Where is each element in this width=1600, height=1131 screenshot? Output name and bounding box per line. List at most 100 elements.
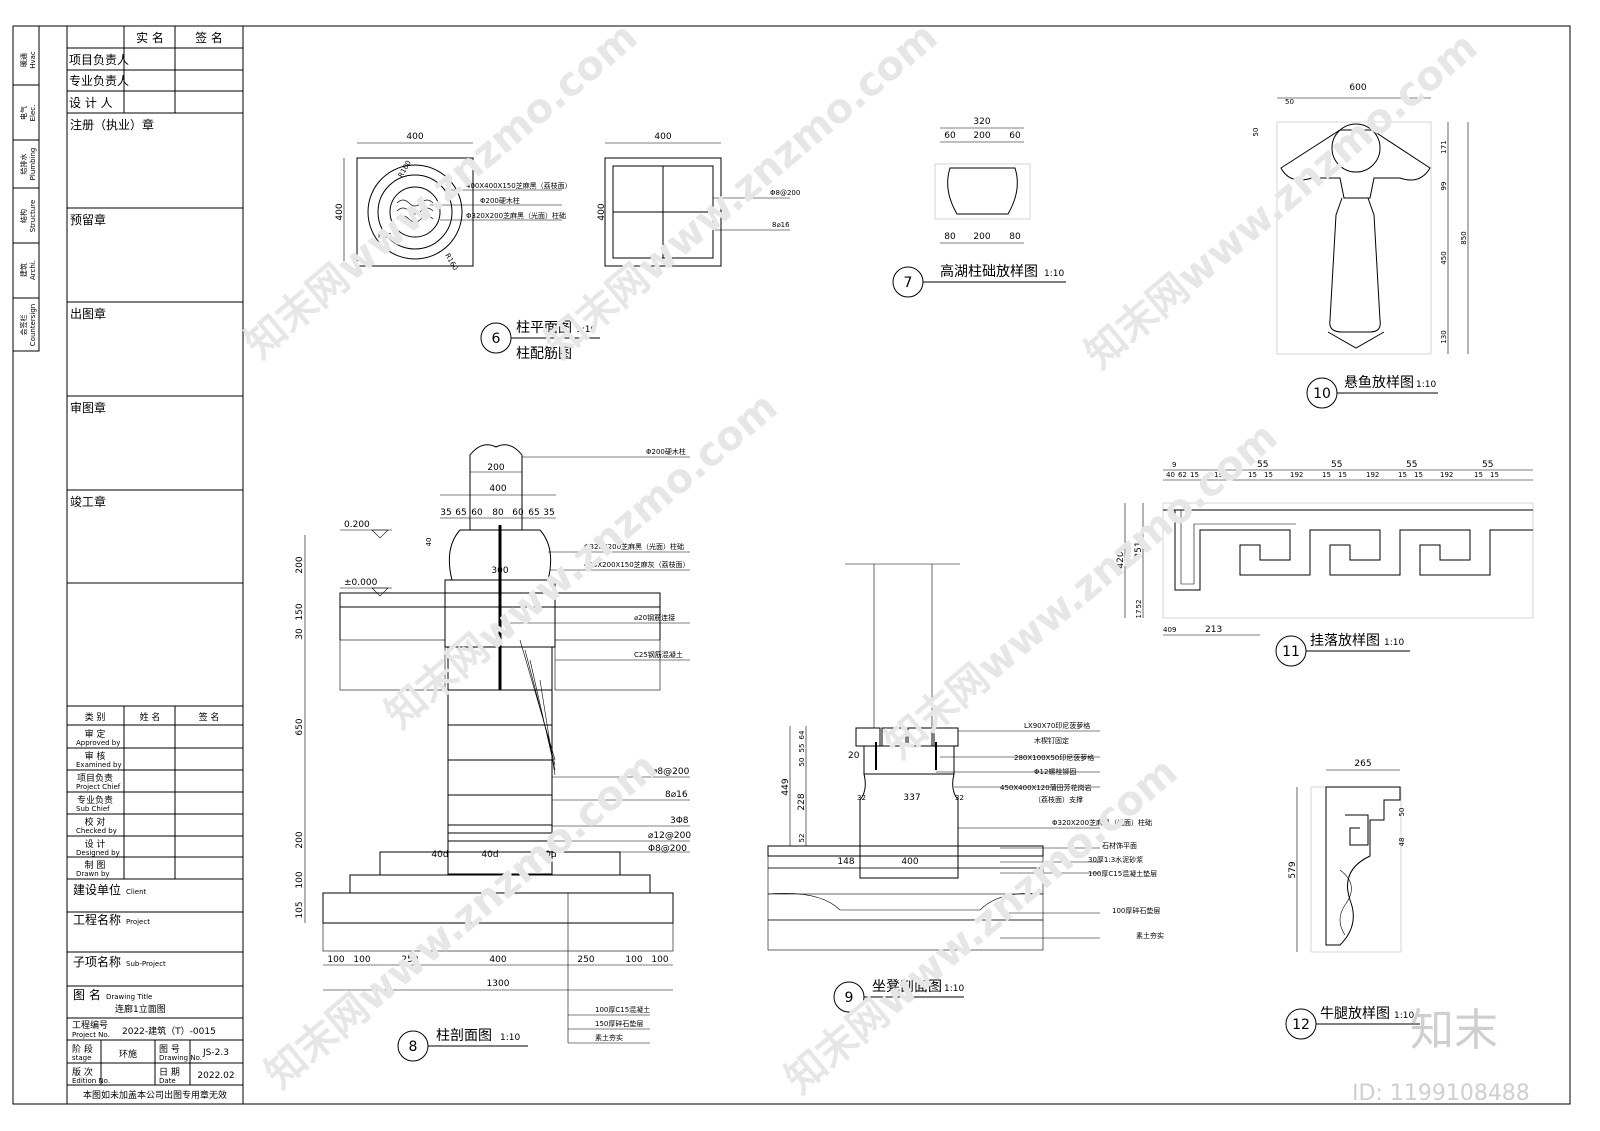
d6-note-stirrup: Φ8@200 <box>770 189 800 197</box>
d9-in-337: 337 <box>903 793 920 803</box>
d6-subtitle: 柱配筋图 <box>516 345 572 362</box>
d10-dim-top: 600 <box>1349 83 1366 93</box>
sign-row-project-chief-en: Project Chief <box>76 783 121 791</box>
d7-dim-top-1: 60 <box>944 131 956 141</box>
d8-note-main: 8⌀16 <box>665 790 688 800</box>
d8-left-150: 150 <box>295 603 305 620</box>
client-label: 建设单位 <box>73 882 121 897</box>
d11-dim-17: 17 <box>1135 610 1143 619</box>
d8-note-mesh2: Φ8@200 <box>648 844 687 854</box>
watermark-3: 知末网www.znzmo.com <box>1077 24 1486 378</box>
d11-dim-55-1: 55 <box>1257 460 1268 470</box>
d6-dim-left: 400 <box>335 203 345 220</box>
d8-elev-0200: 0.200 <box>344 520 370 530</box>
d11-dim-11: 192 <box>1366 471 1379 479</box>
d11-dim-5: 192 <box>1214 471 1227 479</box>
d12-dim-r2: 48 <box>1398 838 1406 847</box>
d8-bot-5: 250 <box>577 955 594 965</box>
d11-dim-9: 15 <box>1322 471 1331 479</box>
sign-row-designed: 设 计 <box>85 838 106 850</box>
d8-dim-t5: 60 <box>512 508 524 518</box>
stage-value: 环施 <box>119 1048 137 1060</box>
stamp-completion: 竣工章 <box>70 494 106 509</box>
d6-rebar-dim-top: 400 <box>654 132 671 142</box>
d10-dim-r2: 99 <box>1440 182 1448 191</box>
d8-left-200: 200 <box>295 556 305 573</box>
edition-label-en: Edition No. <box>72 1077 110 1085</box>
d11-dim-7: 15 <box>1264 471 1273 479</box>
d10-title: 悬鱼放样图 <box>1344 374 1414 391</box>
project-label-en: Project <box>126 918 150 926</box>
d6-dim-top: 400 <box>406 132 423 142</box>
sub-project-label: 子项名称 <box>73 954 121 969</box>
d8-left-100: 100 <box>295 871 305 888</box>
d8-dim-t2: 65 <box>455 508 466 518</box>
d9-in-32b: 32 <box>955 794 964 802</box>
d7-dim-bot-1: 80 <box>944 232 956 242</box>
d8-dim-t6: 65 <box>528 508 539 518</box>
d8-note-mesh1: ⌀12@200 <box>648 831 691 841</box>
d8-dim-t7: 35 <box>543 508 554 518</box>
d9-note-4: Φ12螺栓铆固 <box>1034 767 1076 776</box>
col-elec-cn: 电气 <box>19 106 28 120</box>
sign-row-drawn: 制 图 <box>85 859 106 871</box>
d7-dim-top-2: 200 <box>973 131 990 141</box>
col-countersign-cn: 会签栏 <box>19 315 28 336</box>
detail-10-hanging-fish: 600 50 50 171 99 450 130 850 10 悬鱼放样图 1:… <box>1252 83 1469 409</box>
d11-dim-14: 192 <box>1440 471 1453 479</box>
d10-dim-total: 850 <box>1460 231 1468 244</box>
d9-note-8: 石材饰平面 <box>1102 841 1137 850</box>
d6-number: 6 <box>492 331 501 347</box>
d6-scale: 1:10 <box>576 325 596 335</box>
project-no-value: 2022-建筑（T）-0015 <box>122 1025 216 1037</box>
stamp-reserved: 预留章 <box>70 212 106 227</box>
d8-bnote-3: 素土夯实 <box>595 1033 623 1042</box>
col-countersign-en: Countersign <box>29 304 37 346</box>
role-discipline-lead: 专业负责人 <box>69 73 129 88</box>
client-label-en: Client <box>126 888 147 896</box>
d8-left-30: 30 <box>295 628 305 640</box>
d10-dim-left: 50 <box>1252 128 1260 137</box>
header-real-name: 实 名 <box>136 30 164 45</box>
sign-row-approved-en: Approved by <box>76 739 120 747</box>
d9-note-6: （荔枝面）支撑 <box>1034 795 1083 804</box>
drawing-title-value: 连廊1立面图 <box>115 1003 166 1015</box>
outer-frame <box>12 25 1571 1105</box>
d9-in-148: 148 <box>837 857 854 867</box>
sign-row-checked: 校 对 <box>85 816 106 828</box>
d8-dim-t3: 60 <box>471 508 483 518</box>
col-plumb-en: Plumbing <box>29 148 37 181</box>
project-label: 工程名称 <box>73 912 121 927</box>
sign-row-examined-en: Examined by <box>76 761 122 769</box>
d8-inner-40d-3: 40d <box>539 850 556 860</box>
d8-dim-t4: 80 <box>492 508 504 518</box>
d12-scale: 1:10 <box>1394 1011 1414 1021</box>
project-no-label: 工程编号 <box>72 1019 108 1031</box>
stamp-registered: 注册（执业）章 <box>70 117 154 132</box>
d11-dim-12: 15 <box>1398 471 1407 479</box>
date-value: 2022.02 <box>197 1071 234 1081</box>
d8-note-3phi8: 3Φ8 <box>670 816 689 826</box>
col-hvac-en: Hvac <box>29 51 37 69</box>
sign-row-designed-en: Designed by <box>76 849 120 857</box>
d6-radius-r100: R100 <box>397 159 413 179</box>
d11-dim-55-2: 55 <box>1331 460 1342 470</box>
drawing-title-label: 图 名 <box>73 987 101 1002</box>
d9-note-3: 280X100X50印尼菠萝格 <box>1014 753 1094 762</box>
col-elec-en: Elec. <box>29 105 37 122</box>
d6-note-paving: 400X400X150芝麻黑（荔枝面） <box>466 181 572 190</box>
d6-note-main-bar: 8⌀16 <box>772 221 790 229</box>
d9-scale: 1:10 <box>944 984 964 994</box>
d10-dim-r1: 171 <box>1440 140 1448 153</box>
detail-7-plinth-elevation: 320 60 200 60 80 200 80 7 高湖柱础放样图 1:10 <box>892 117 1066 298</box>
d11-number: 11 <box>1282 644 1300 660</box>
d6-radius-r85: R85 <box>378 232 392 240</box>
d8-bot-6: 100 <box>625 955 642 965</box>
d11-dim-b2: 9 <box>1172 626 1176 634</box>
d11-dim-16: 15 <box>1490 471 1499 479</box>
d8-inner-40d-2: 40d <box>481 850 498 860</box>
d7-dim-bot-3: 80 <box>1009 232 1021 242</box>
d8-dim-t1: 35 <box>440 508 451 518</box>
d10-dim-r3: 450 <box>1440 251 1448 264</box>
d10-dim-r4: 130 <box>1440 330 1448 343</box>
